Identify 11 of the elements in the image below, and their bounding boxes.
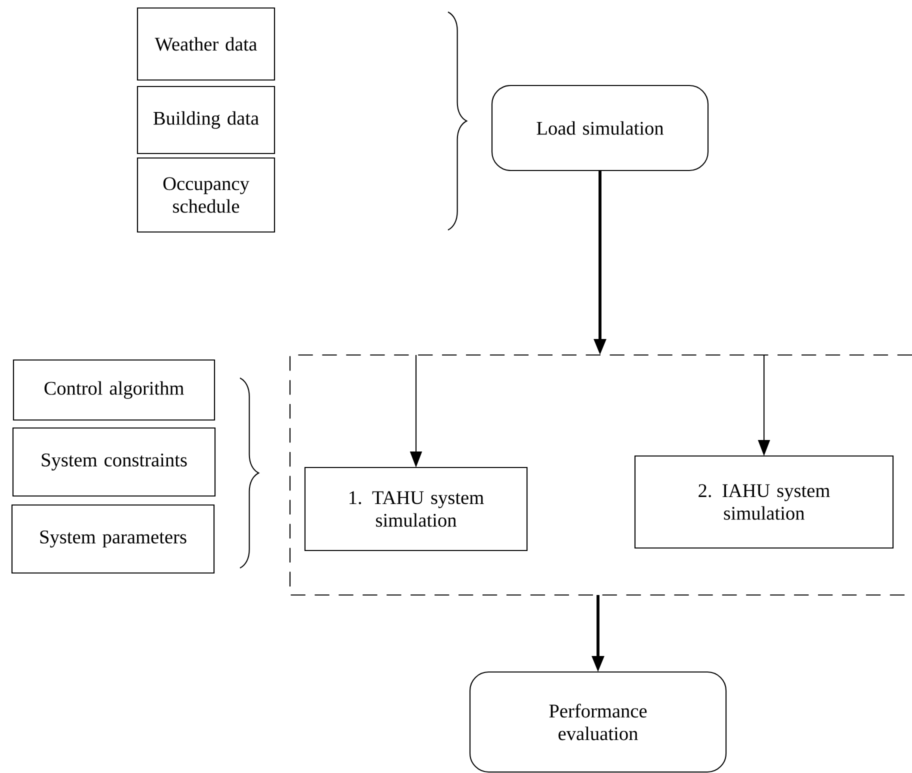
input-box: Building data [136, 86, 276, 154]
group-box [289, 354, 912, 596]
process-box: Load simulation [491, 84, 709, 172]
input-box: Occupancy schedule [136, 157, 276, 233]
process-box: Performance evaluation [469, 671, 727, 773]
input-box: System parameters [11, 504, 215, 574]
input-box: Weather data [136, 7, 276, 81]
input-box: 2. IAHU system simulation [634, 455, 894, 549]
input-box: System constraints [12, 427, 216, 497]
input-box: Control algorithm [12, 359, 216, 421]
input-box: 1. TAHU system simulation [304, 466, 528, 552]
